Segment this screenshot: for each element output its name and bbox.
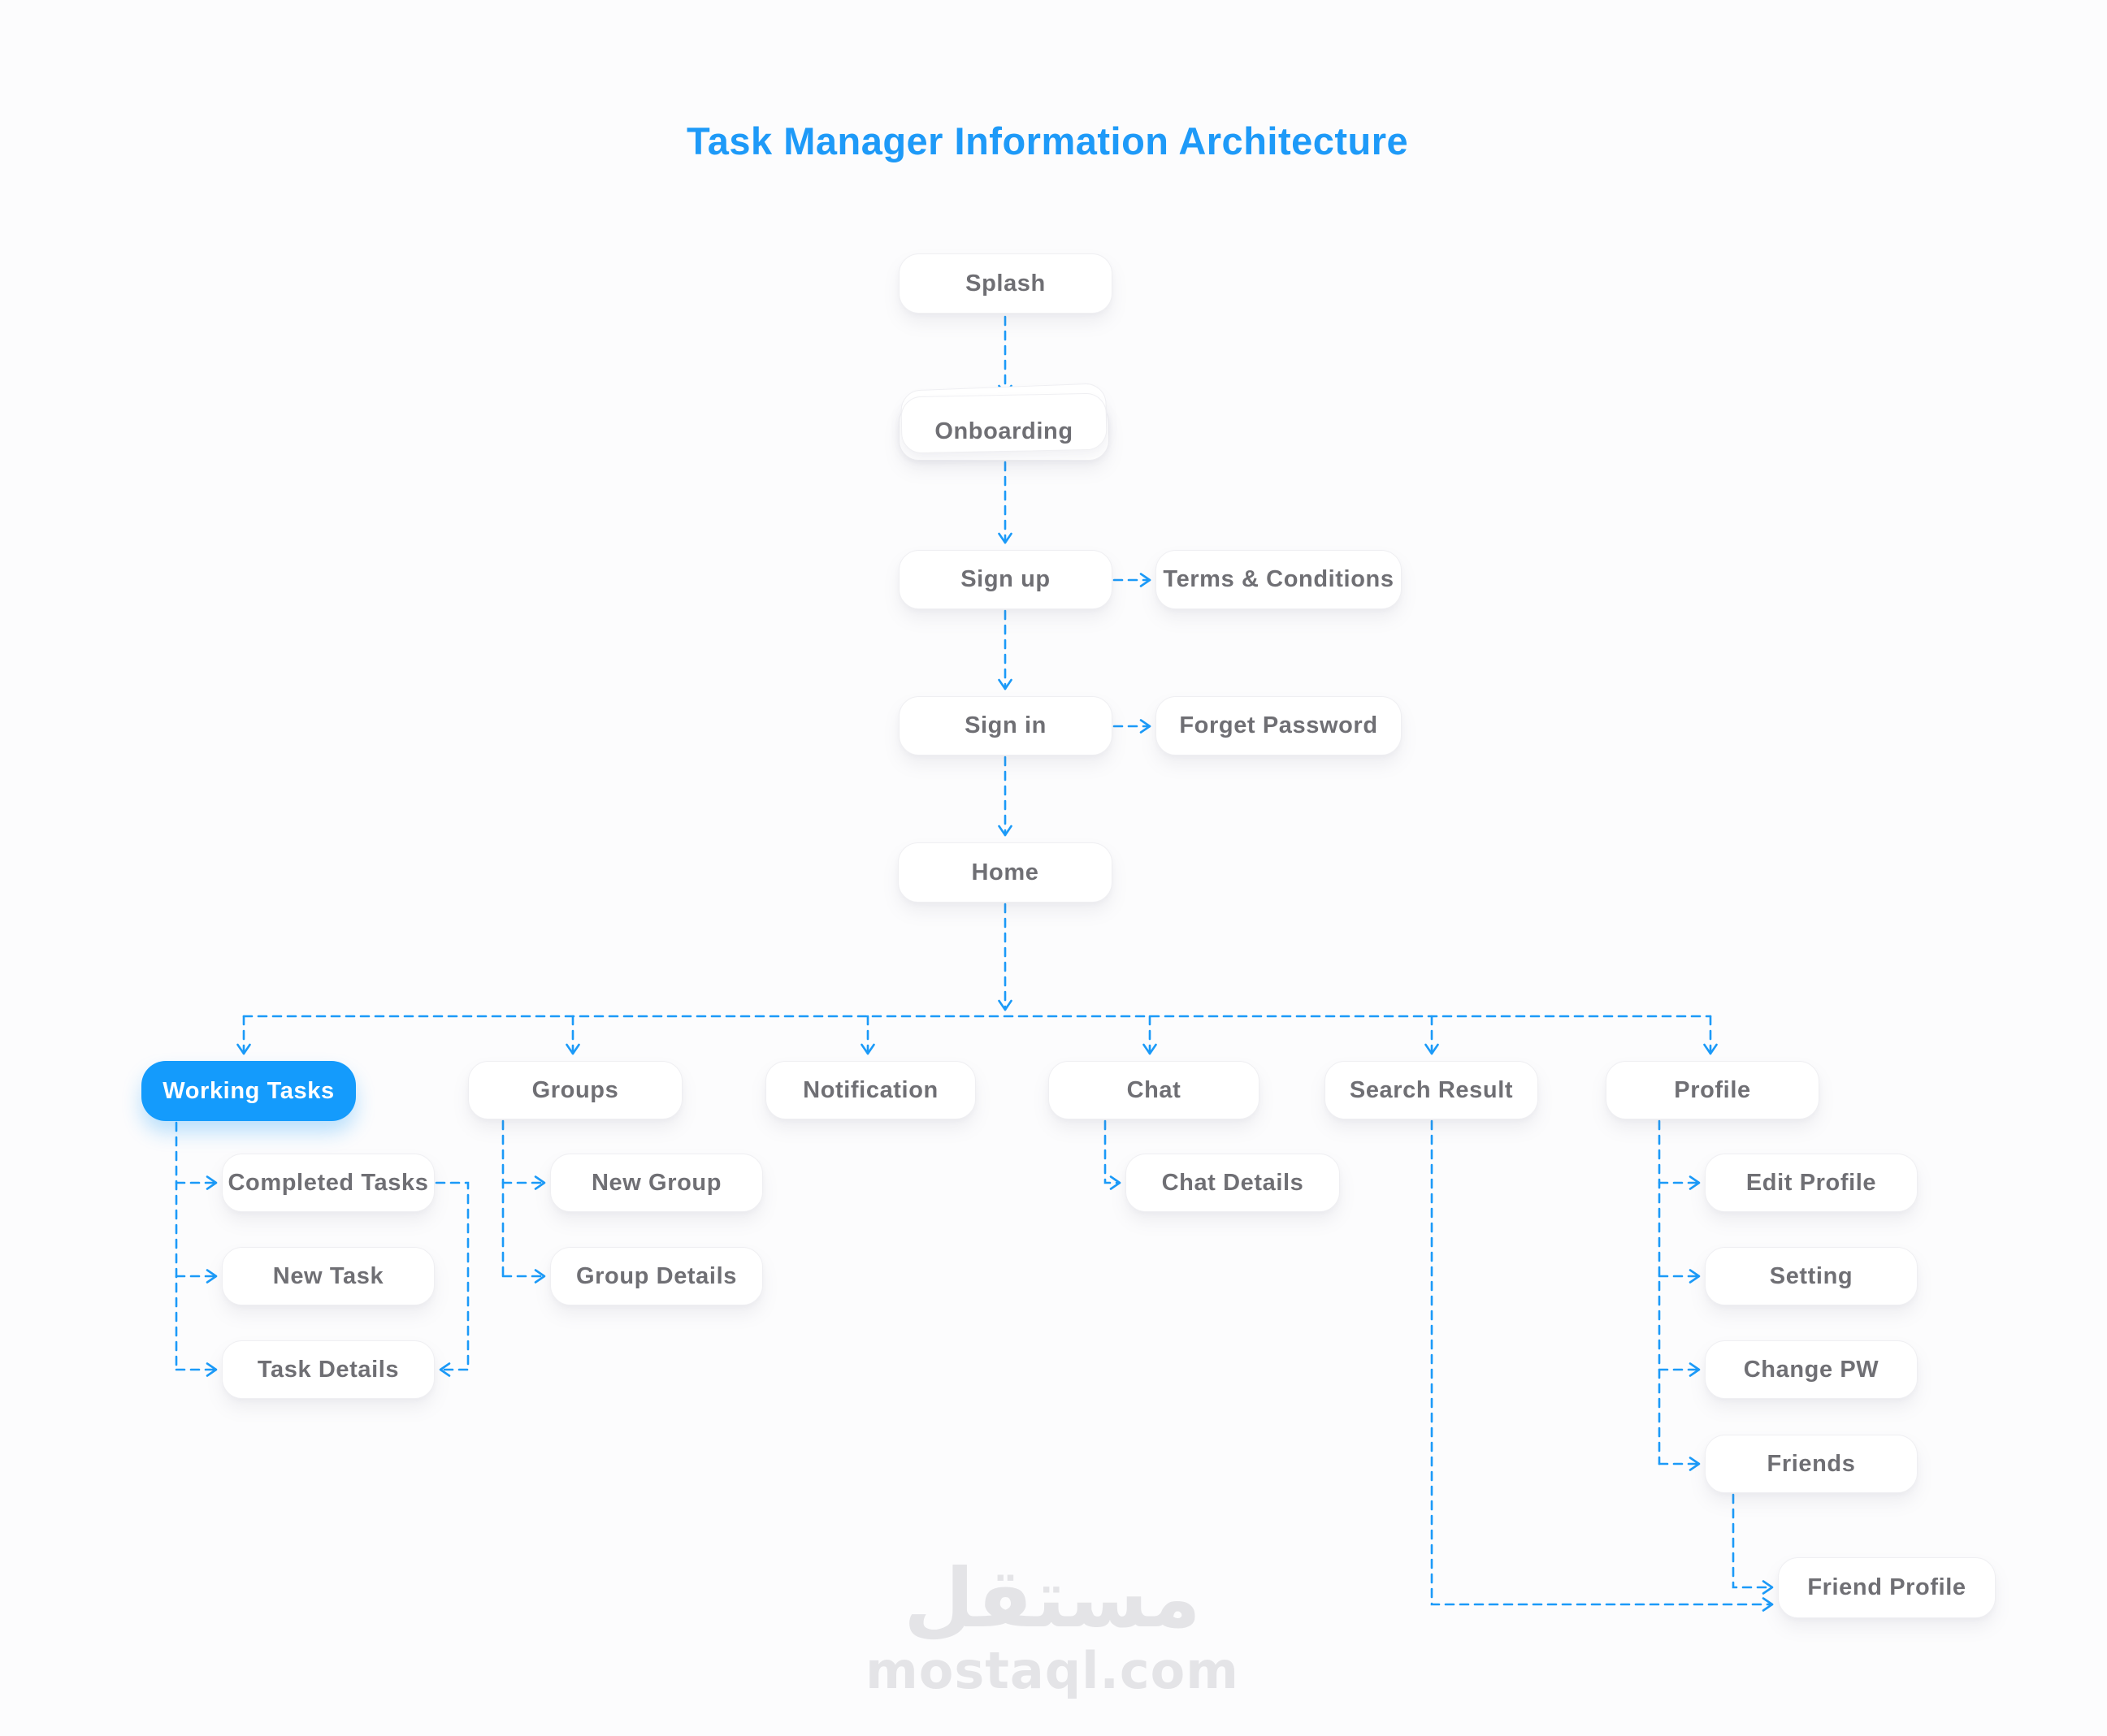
- node-label-task-details: Task Details: [257, 1356, 400, 1383]
- watermark-domain: mostaql.com: [865, 1641, 1239, 1700]
- arrowhead-working-tasks-to-new-task: [206, 1269, 218, 1284]
- arrowhead-profile-to-friends: [1689, 1457, 1701, 1471]
- node-chat: Chat: [1048, 1061, 1259, 1119]
- mostaql-watermark: مستقل mostaql.com: [841, 1558, 1264, 1696]
- node-setting: Setting: [1705, 1247, 1918, 1305]
- node-label-chat: Chat: [1126, 1076, 1181, 1103]
- node-new-group: New Group: [550, 1154, 763, 1212]
- arrowhead-friends-to-friend-profile: [1762, 1580, 1774, 1595]
- node-label-notification: Notification: [803, 1076, 939, 1103]
- arrowhead-working-tasks-to-task-details: [206, 1362, 218, 1377]
- node-notification: Notification: [765, 1061, 976, 1119]
- page-title: Task Manager Information Architecture: [687, 119, 1409, 162]
- node-label-working-tasks: Working Tasks: [163, 1077, 335, 1104]
- node-friends: Friends: [1705, 1435, 1918, 1493]
- edge-completed-to-task-details: [435, 1181, 470, 1371]
- node-sign-in: Sign in: [899, 696, 1112, 755]
- arrowhead-sign-up-to-sign-in: [998, 678, 1012, 691]
- arrowhead-groups-to-group-details: [534, 1269, 546, 1284]
- node-forget-password: Forget Password: [1155, 696, 1402, 755]
- node-completed-tasks: Completed Tasks: [222, 1154, 435, 1212]
- node-friend-profile: Friend Profile: [1778, 1557, 1996, 1618]
- arrowhead-trunk-to-notification: [861, 1043, 875, 1055]
- edge-search-result-to-friend-profile: [1430, 1119, 1774, 1606]
- arrowhead-trunk-to-groups: [566, 1043, 580, 1055]
- node-label-profile: Profile: [1674, 1076, 1751, 1103]
- arrowhead-sign-in-to-forget-password: [1139, 719, 1151, 734]
- arrowhead-completed-to-task-details: [439, 1362, 451, 1377]
- node-label-change-pw: Change PW: [1743, 1356, 1879, 1383]
- node-label-onboarding: Onboarding: [934, 418, 1073, 444]
- node-home: Home: [898, 842, 1112, 903]
- arrowhead-profile-to-change-pw: [1689, 1362, 1701, 1377]
- arrowhead-trunk-to-profile: [1703, 1043, 1718, 1055]
- node-label-edit-profile: Edit Profile: [1745, 1169, 1877, 1196]
- node-splash: Splash: [899, 253, 1112, 314]
- watermark-logo-arabic: مستقل: [904, 1551, 1201, 1646]
- arrowhead-trunk-to-search-result: [1424, 1043, 1439, 1055]
- node-label-sign-up: Sign up: [960, 566, 1051, 592]
- arrowhead-search-result-to-friend-profile: [1762, 1597, 1774, 1612]
- arrowhead-onboarding-to-sign-up: [998, 532, 1012, 544]
- node-label-completed-tasks: Completed Tasks: [228, 1169, 429, 1196]
- node-chat-details: Chat Details: [1125, 1154, 1340, 1212]
- node-change-pw: Change PW: [1705, 1340, 1918, 1399]
- arrowhead-chat-to-chat-details: [1109, 1175, 1121, 1190]
- arrowhead-sign-up-to-terms: [1139, 573, 1151, 587]
- node-label-group-details: Group Details: [576, 1262, 737, 1289]
- node-profile: Profile: [1606, 1061, 1819, 1119]
- node-label-friends: Friends: [1767, 1450, 1856, 1477]
- node-label-search-result: Search Result: [1349, 1076, 1514, 1103]
- node-label-new-group: New Group: [591, 1169, 722, 1196]
- arrowhead-working-tasks-to-completed: [206, 1175, 218, 1190]
- arrowhead-sign-in-to-home: [998, 825, 1012, 837]
- node-task-details: Task Details: [222, 1340, 435, 1399]
- arrowhead-home-to-trunk: [998, 999, 1012, 1011]
- node-label-new-task: New Task: [272, 1262, 384, 1289]
- node-working-tasks: Working Tasks: [141, 1061, 356, 1121]
- node-label-terms-conditions: Terms & Conditions: [1163, 566, 1394, 592]
- node-label-sign-in: Sign in: [965, 712, 1047, 738]
- node-search-result: Search Result: [1324, 1061, 1538, 1119]
- edge-chat-to-chat-details: [1103, 1119, 1121, 1184]
- node-label-chat-details: Chat Details: [1161, 1169, 1304, 1196]
- arrowhead-trunk-to-chat: [1142, 1043, 1157, 1055]
- arrowhead-groups-to-new-group: [534, 1175, 546, 1190]
- edge-friends-to-friend-profile: [1732, 1493, 1774, 1589]
- node-label-groups: Groups: [531, 1076, 619, 1103]
- node-label-splash: Splash: [965, 270, 1046, 297]
- arrowhead-profile-to-setting: [1689, 1269, 1701, 1284]
- node-sign-up: Sign up: [899, 550, 1112, 609]
- node-label-home: Home: [971, 859, 1039, 885]
- node-terms-conditions: Terms & Conditions: [1155, 550, 1402, 609]
- node-edit-profile: Edit Profile: [1705, 1154, 1918, 1212]
- node-onboarding: Onboarding: [899, 402, 1109, 461]
- arrowhead-trunk-to-working-tasks: [236, 1043, 251, 1055]
- node-label-setting: Setting: [1769, 1262, 1853, 1289]
- node-label-friend-profile: Friend Profile: [1807, 1574, 1966, 1600]
- arrowhead-profile-to-edit-profile: [1689, 1175, 1701, 1190]
- node-groups: Groups: [468, 1061, 683, 1119]
- node-group-details: Group Details: [550, 1247, 763, 1305]
- node-new-task: New Task: [222, 1247, 435, 1305]
- node-label-forget-password: Forget Password: [1179, 712, 1378, 738]
